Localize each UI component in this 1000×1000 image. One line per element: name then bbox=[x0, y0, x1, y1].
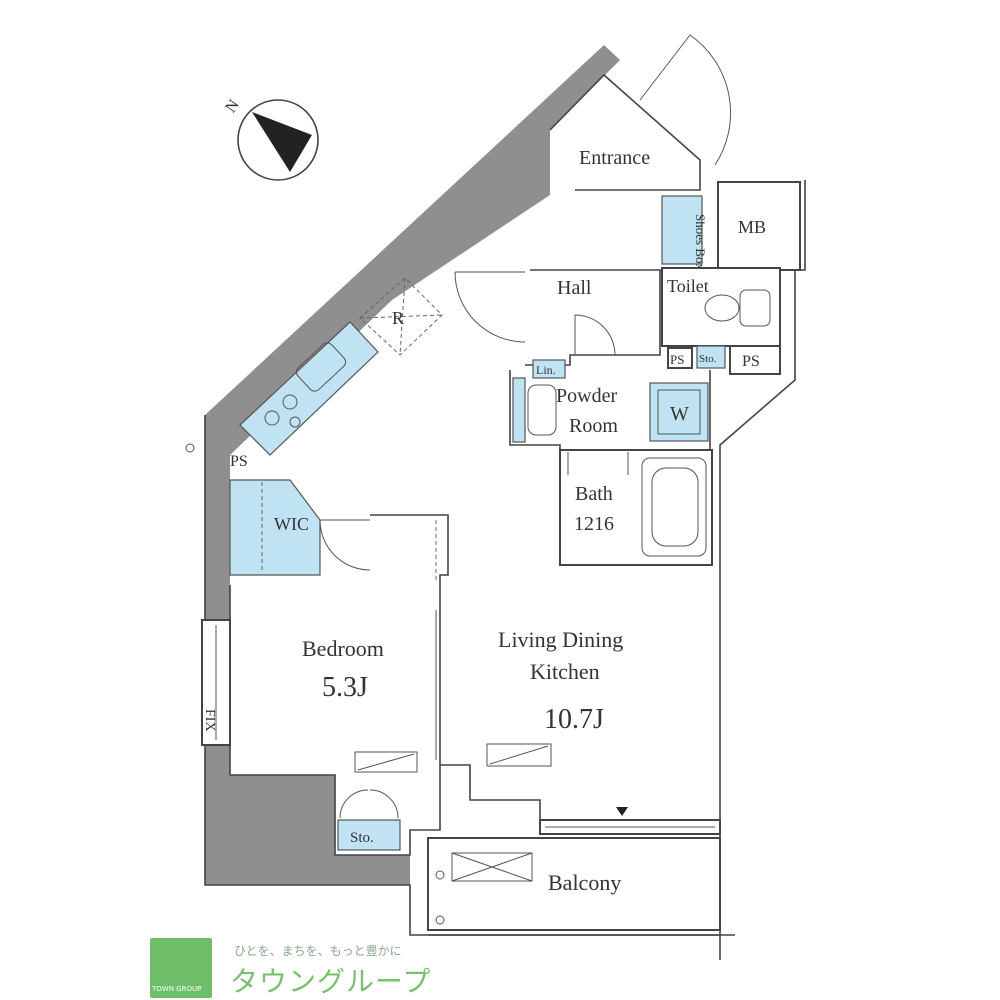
room-label-entrance: Entrance bbox=[579, 147, 650, 169]
room-label-mb: MB bbox=[738, 217, 766, 237]
compass-north-label: N bbox=[222, 96, 243, 116]
room-toilet bbox=[661, 267, 781, 347]
balcony-unit-cross bbox=[451, 852, 533, 882]
room-label-shoes-box: Shoes Box bbox=[693, 214, 708, 270]
sto-toilet-box bbox=[696, 345, 726, 369]
room-label-balcony: Balcony bbox=[548, 870, 621, 895]
hall-walls bbox=[525, 269, 661, 366]
logo-group-name: TOWN GROUP bbox=[152, 985, 202, 993]
entrance-door-swing-icon bbox=[639, 34, 732, 166]
washer-drum-icon bbox=[657, 389, 701, 435]
toilet-bowl-icon bbox=[704, 289, 771, 327]
shoes-box bbox=[661, 195, 703, 265]
room-label-linen: Lin. bbox=[536, 363, 556, 377]
room-label-bath-1: Bath bbox=[575, 483, 613, 505]
linen-box bbox=[532, 359, 566, 379]
bath-door-icon bbox=[567, 452, 629, 475]
room-label-ps-kitchen: PS bbox=[230, 453, 248, 470]
ldk-step-wall bbox=[440, 764, 541, 822]
exterior-marker-icon bbox=[185, 443, 195, 453]
entrance-walls bbox=[549, 73, 701, 191]
room-label-powder-room-1: Powder bbox=[556, 385, 617, 407]
label-fix: FIX bbox=[202, 709, 217, 732]
bedroom-aircon-icon bbox=[354, 751, 418, 773]
entry-marker-icon bbox=[616, 807, 628, 816]
north-arrow-icon: N bbox=[222, 96, 319, 181]
balcony-drain-icon bbox=[435, 870, 445, 880]
washbasin-icon bbox=[527, 384, 557, 436]
bedroom-walls bbox=[229, 585, 441, 856]
exterior-wall-left bbox=[205, 480, 230, 620]
sto-bedroom-box bbox=[337, 819, 401, 851]
outline-right bbox=[719, 180, 806, 960]
room-label-sto-bedroom: Sto. bbox=[350, 830, 374, 846]
room-bath bbox=[559, 449, 713, 566]
hall-door2-swing-icon bbox=[454, 271, 526, 343]
room-mb bbox=[717, 181, 801, 271]
stove-burner-icon bbox=[264, 394, 301, 428]
sto-bedroom-door-icon bbox=[339, 789, 399, 819]
logo-tagline: ひとを、まちを、もっと豊かに bbox=[234, 944, 402, 958]
room-label-ldk-2: Kitchen bbox=[530, 659, 600, 684]
bedroom-partition bbox=[370, 514, 449, 780]
room-label-powder-room-2: Room bbox=[569, 415, 618, 437]
room-label-ldk-size: 10.7J bbox=[544, 704, 604, 735]
refrigerator-space bbox=[359, 277, 443, 356]
room-label-ps-toilet: PS bbox=[670, 352, 684, 367]
powder-storage-strip bbox=[512, 377, 526, 443]
balcony-drain2-icon bbox=[435, 915, 445, 925]
room-label-sto-toilet: Sto. bbox=[699, 353, 717, 365]
room-label-wic: WIC bbox=[274, 514, 309, 534]
washer-space bbox=[649, 382, 709, 442]
wic-door-swing-icon bbox=[319, 519, 371, 571]
room-label-hall: Hall bbox=[557, 277, 592, 299]
room-label-refrigerator: R bbox=[392, 308, 404, 328]
bathtub-icon bbox=[641, 457, 707, 557]
bathtub-inner-icon bbox=[651, 467, 699, 547]
wic-closet bbox=[229, 479, 321, 576]
room-label-toilet: Toilet bbox=[667, 276, 709, 296]
ldk-aircon-icon bbox=[486, 743, 552, 767]
logo-brand: タウングループ bbox=[230, 965, 432, 998]
balcony-unit-icon bbox=[451, 852, 533, 882]
ldk-aircon-line bbox=[489, 745, 549, 765]
bedroom-aircon-line bbox=[357, 753, 415, 771]
tree-logo-icon bbox=[150, 938, 212, 998]
room-label-bedroom: Bedroom bbox=[302, 636, 384, 661]
ps-toilet-box bbox=[667, 347, 693, 369]
powder-room-walls bbox=[509, 370, 711, 451]
kitchen-sink-icon bbox=[295, 342, 347, 392]
room-label-bath-2: 1216 bbox=[574, 513, 614, 535]
room-label-bedroom-size: 5.3J bbox=[322, 672, 368, 703]
room-label-ldk-1: Living Dining bbox=[498, 627, 623, 652]
exterior-wall-left-lower bbox=[205, 745, 410, 885]
ps-right-box bbox=[729, 345, 781, 375]
room-label-ps-right: PS bbox=[742, 353, 760, 370]
room-label-washer: W bbox=[670, 403, 689, 425]
hall-door-swing-icon bbox=[574, 314, 616, 356]
